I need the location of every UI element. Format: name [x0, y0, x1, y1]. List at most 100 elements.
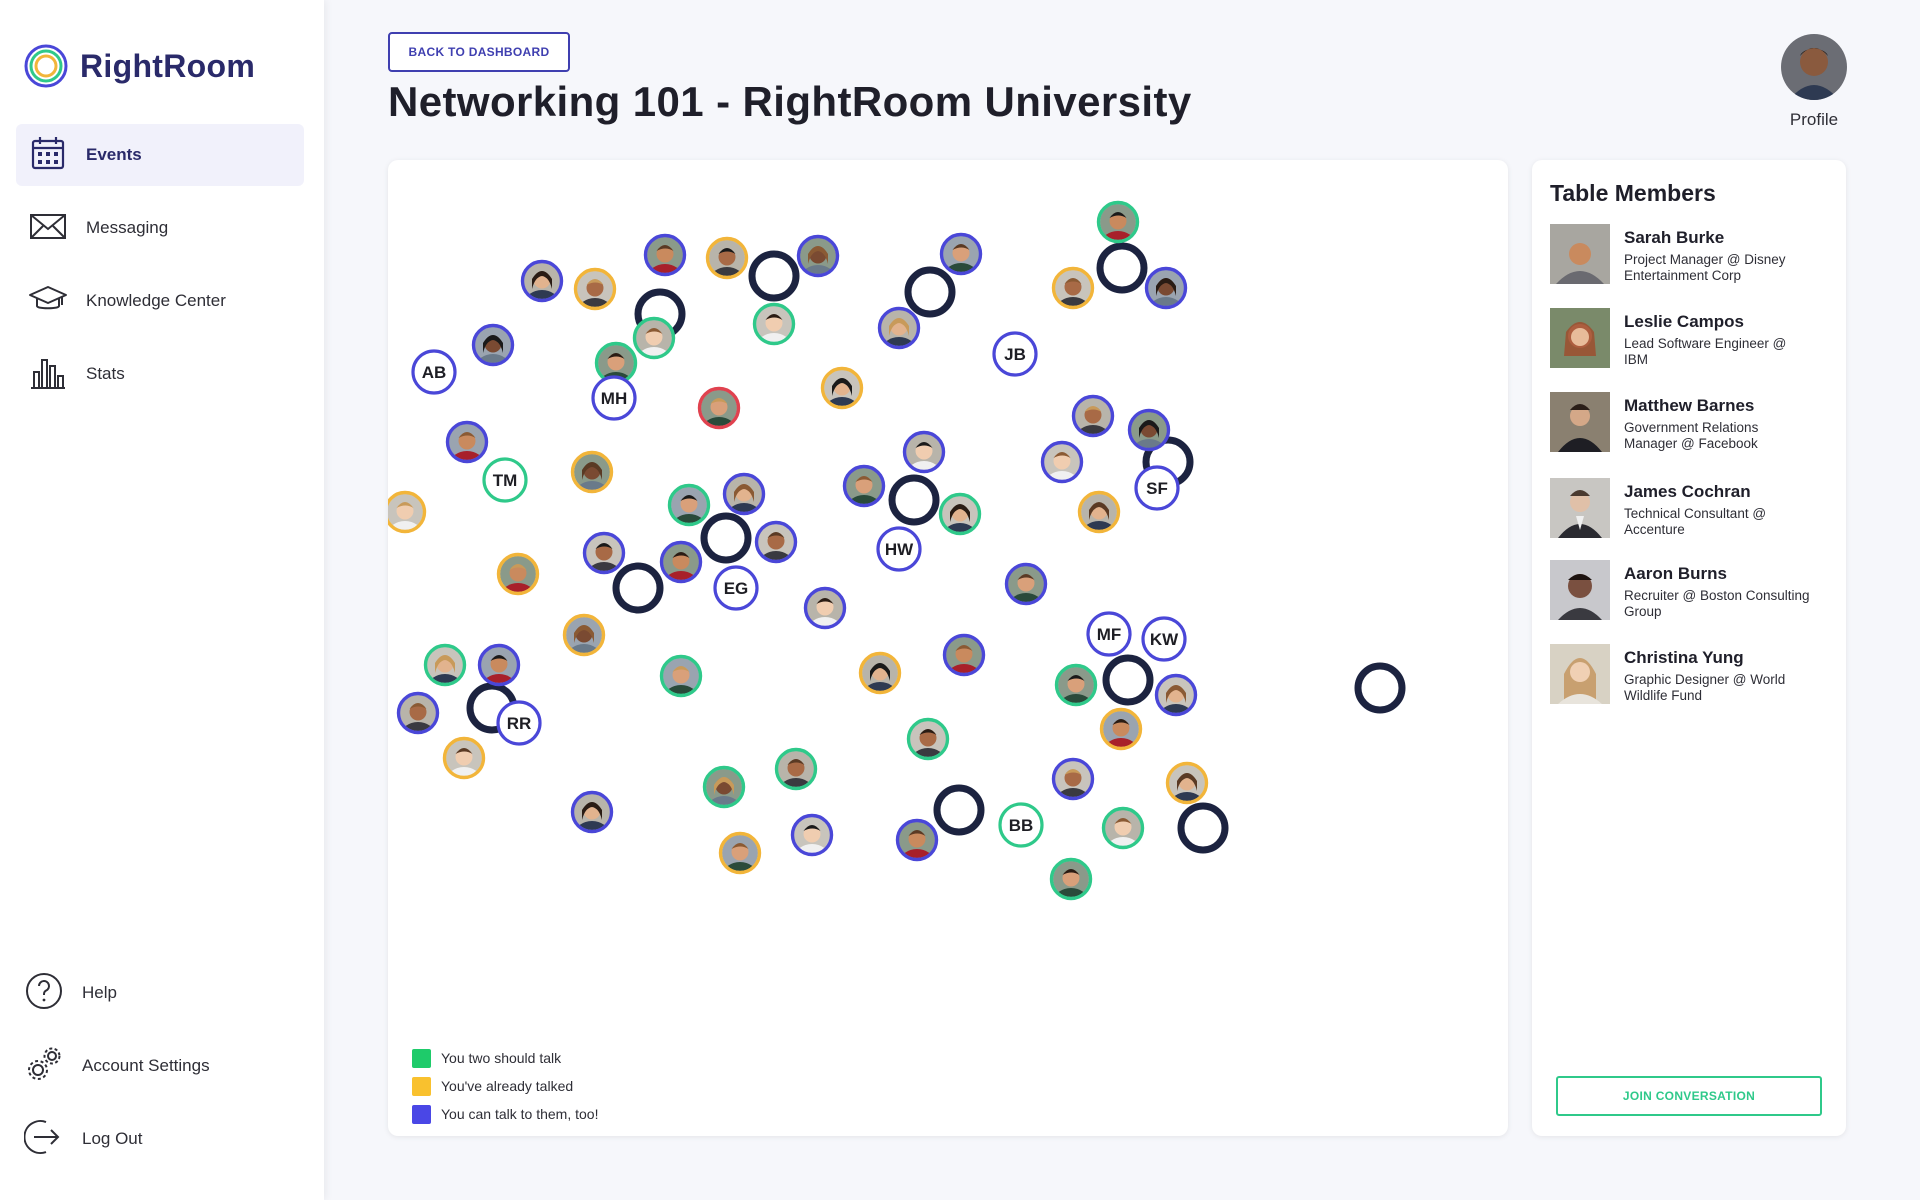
attendee-avatar[interactable] [423, 643, 467, 701]
join-conversation-button[interactable]: JOIN CONVERSATION [1556, 1076, 1822, 1116]
attendee-avatar[interactable] [1154, 673, 1198, 731]
attendee-avatar[interactable] [1127, 408, 1171, 466]
attendee-avatar[interactable] [906, 717, 950, 775]
conversation-table[interactable] [888, 474, 940, 526]
attendee-avatar[interactable] [1004, 562, 1048, 620]
nav-item-log-out[interactable]: Log Out [16, 1108, 304, 1170]
attendee-avatar[interactable] [877, 306, 921, 364]
nav-item-stats[interactable]: Stats [16, 343, 304, 405]
attendee-avatar[interactable] [388, 490, 427, 548]
attendee-avatar[interactable] [1051, 266, 1095, 324]
attendee-avatar[interactable] [1101, 806, 1145, 864]
attendee-initials-hw[interactable]: HW [876, 526, 922, 572]
attendee-avatar[interactable] [790, 813, 834, 871]
attendee-avatar[interactable] [774, 747, 818, 805]
attendee-avatar[interactable] [895, 818, 939, 876]
attendee-avatar[interactable] [1096, 200, 1140, 258]
attendee-avatar[interactable] [796, 234, 840, 292]
conversation-table[interactable] [1096, 242, 1148, 294]
attendee-avatar[interactable] [496, 552, 540, 610]
attendee-initials-jb[interactable]: JB [992, 331, 1038, 377]
attendee-avatar[interactable] [582, 531, 626, 589]
attendee-avatar[interactable] [1077, 490, 1121, 548]
attendee-avatar[interactable] [659, 540, 703, 598]
conversation-table[interactable] [700, 512, 752, 564]
attendee-initials-mf[interactable]: MF [1086, 611, 1132, 657]
nav-item-account-settings[interactable]: Account Settings [16, 1035, 304, 1097]
attendee-avatar[interactable] [520, 259, 564, 317]
attendee-initials-bb[interactable]: BB [998, 802, 1044, 848]
attendee-avatar[interactable] [722, 472, 766, 530]
attendee-initials-ab[interactable]: AB [411, 349, 457, 395]
attendee-avatar[interactable] [1054, 663, 1098, 721]
attendee-initials-mh[interactable]: MH [591, 375, 637, 421]
legend-label: You've already talked [441, 1078, 574, 1094]
attendee-initials-kw[interactable]: KW [1141, 616, 1187, 662]
attendee-avatar[interactable] [659, 654, 703, 712]
page-title: Networking 101 - RightRoom University [388, 78, 1192, 125]
attendee-avatar[interactable] [1144, 266, 1188, 324]
attendee-avatar[interactable] [1165, 761, 1209, 819]
attendee-initials-tm[interactable]: TM [482, 457, 528, 503]
attendee-avatar[interactable] [1051, 757, 1095, 815]
conversation-table[interactable] [748, 250, 800, 302]
nav-item-events[interactable]: Events [16, 124, 304, 186]
conversation-table[interactable] [612, 562, 664, 614]
logo[interactable]: RightRoom [24, 44, 255, 88]
attendee-avatar[interactable] [939, 232, 983, 290]
nav-item-messaging[interactable]: Messaging [16, 197, 304, 259]
conversation-table[interactable] [1102, 654, 1154, 706]
attendee-avatar[interactable] [803, 586, 847, 644]
conversation-table[interactable] [933, 784, 985, 836]
attendee-avatar[interactable] [718, 831, 762, 889]
attendee-initials-eg[interactable]: EG [713, 565, 759, 611]
attendee-avatar[interactable] [442, 736, 486, 794]
attendee-avatar[interactable] [667, 483, 711, 541]
attendee-avatar[interactable] [1099, 707, 1143, 765]
attendee-avatar[interactable] [570, 790, 614, 848]
attendee-avatar[interactable] [705, 236, 749, 294]
attendee-avatar[interactable] [942, 633, 986, 691]
attendee-avatar[interactable] [842, 464, 886, 522]
attendee-avatar[interactable] [643, 233, 687, 291]
member-avatar [1550, 560, 1610, 620]
back-to-dashboard-button[interactable]: BACK TO DASHBOARD [388, 32, 570, 72]
profile-button[interactable]: Profile [1770, 34, 1858, 130]
attendee-avatar[interactable] [752, 302, 796, 360]
attendee-avatar[interactable] [632, 316, 676, 374]
attendee-avatar[interactable] [1049, 857, 1093, 915]
attendee-avatar[interactable] [754, 520, 798, 578]
attendee-avatar[interactable] [477, 643, 521, 701]
attendee-avatar[interactable] [902, 430, 946, 488]
attendee-avatar[interactable] [573, 267, 617, 325]
app-name: RightRoom [80, 47, 256, 84]
attendee-avatar[interactable] [445, 420, 489, 478]
attendee-avatar[interactable] [697, 386, 741, 444]
attendee-avatar[interactable] [702, 765, 746, 823]
attendee-initials-sf[interactable]: SF [1134, 465, 1180, 511]
conversation-table[interactable] [1354, 662, 1406, 714]
attendee-avatar[interactable] [396, 691, 440, 749]
conversation-table[interactable] [904, 266, 956, 318]
attendee-avatar[interactable] [938, 492, 982, 550]
attendee-avatar[interactable] [471, 323, 515, 381]
attendee-avatar[interactable] [570, 450, 614, 508]
attendee-initials-rr[interactable]: RR [496, 700, 542, 746]
attendee-avatar[interactable] [820, 366, 864, 424]
conversation-table[interactable] [1177, 802, 1229, 854]
nav-item-help[interactable]: Help [16, 962, 304, 1024]
graduation-cap-icon [28, 279, 68, 324]
nav-item-knowledge-center[interactable]: Knowledge Center [16, 270, 304, 332]
attendee-avatar[interactable] [1071, 394, 1115, 452]
attendee-avatar[interactable] [1040, 440, 1084, 498]
attendee-avatar[interactable] [858, 651, 902, 709]
member-name: James Cochran [1624, 482, 1751, 501]
attendee-avatar[interactable] [562, 613, 606, 671]
